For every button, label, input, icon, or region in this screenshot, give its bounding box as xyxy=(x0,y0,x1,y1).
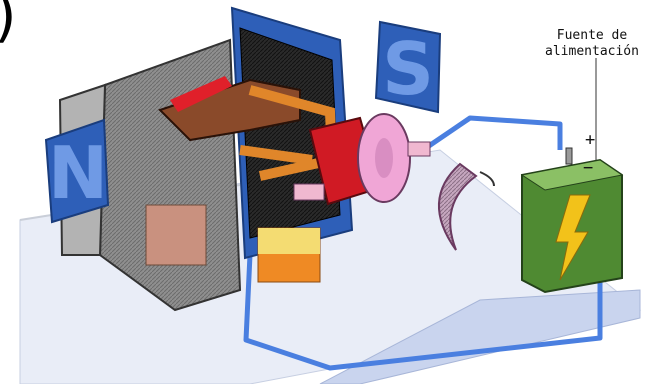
panel-mark: ) xyxy=(0,0,17,44)
power-supply-label-line2: alimentación xyxy=(530,44,652,60)
power-supply xyxy=(522,58,622,292)
south-magnet-label: S xyxy=(376,22,440,112)
negative-terminal-sign: − xyxy=(583,160,593,177)
power-supply-label: Fuente de alimentación xyxy=(530,28,652,60)
north-magnet-label: N xyxy=(46,120,108,222)
svg-text:S: S xyxy=(382,27,434,111)
power-supply-label-line1: Fuente de xyxy=(530,28,652,44)
positive-terminal-sign: + xyxy=(585,132,595,149)
commutator xyxy=(310,114,410,204)
svg-text:N: N xyxy=(48,131,108,215)
